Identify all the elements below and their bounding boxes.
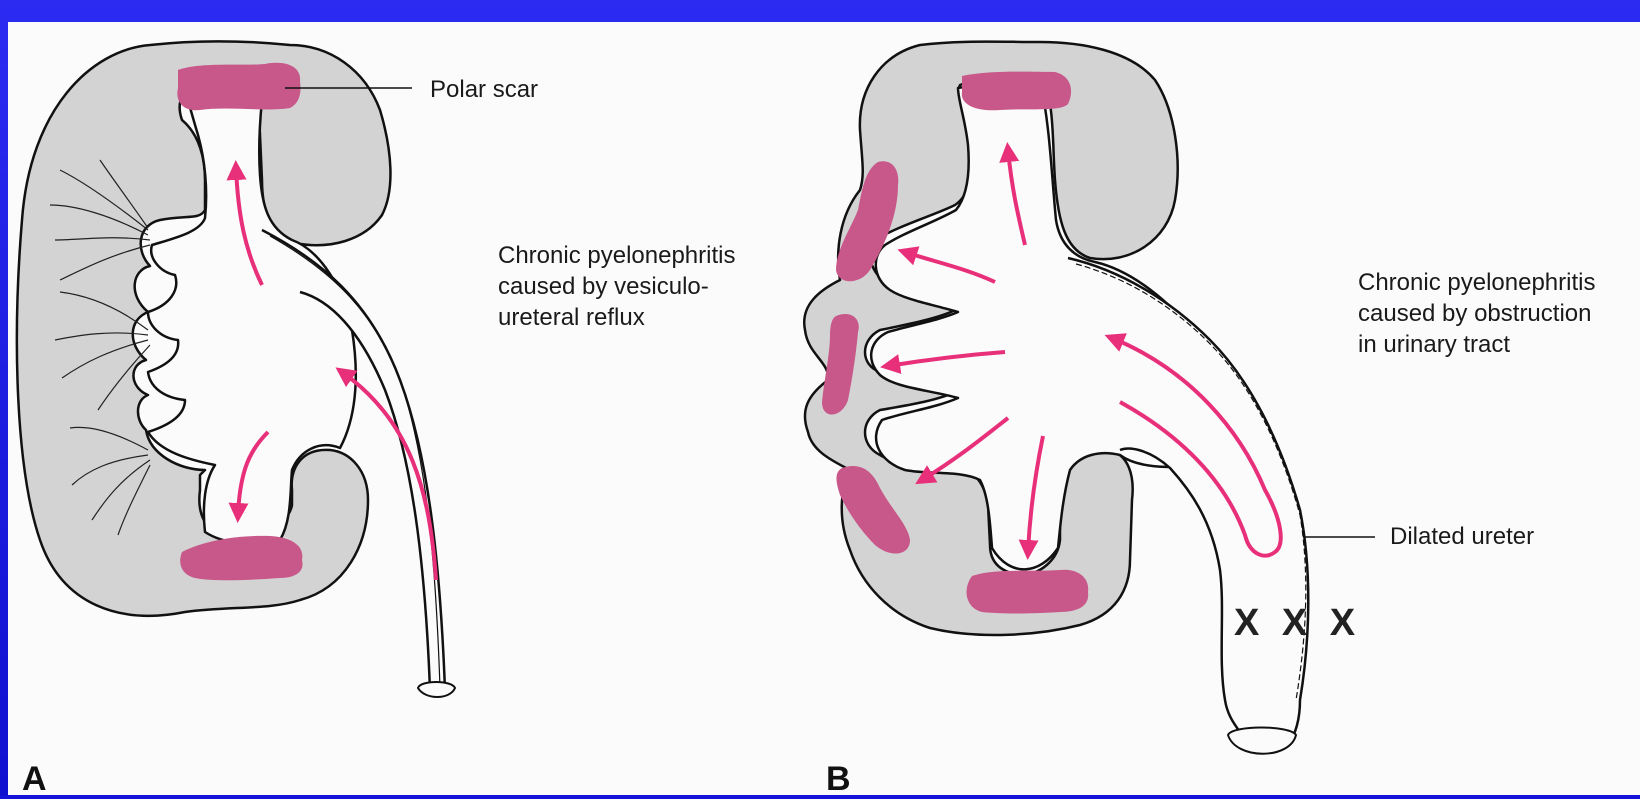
- polar-scar-label: Polar scar: [430, 74, 538, 105]
- panel-a-kidney: [17, 41, 455, 697]
- panel-a-polar-scar-upper: [177, 63, 300, 110]
- panel-b-caption: Chronic pyelonephritis caused by obstruc…: [1358, 267, 1595, 360]
- panel-a-caption: Chronic pyelonephritis caused by vesicul…: [498, 240, 735, 333]
- panel-a-letter: A: [22, 760, 47, 799]
- panel-b-kidney: [804, 42, 1375, 754]
- obstruction-marks: X X X: [1234, 602, 1361, 645]
- panel-b-letter: B: [826, 760, 851, 799]
- dilated-ureter-label: Dilated ureter: [1390, 521, 1534, 552]
- panel-b-scar-lower-pole: [967, 570, 1089, 614]
- panel-b-scar-upper-pole: [962, 72, 1071, 111]
